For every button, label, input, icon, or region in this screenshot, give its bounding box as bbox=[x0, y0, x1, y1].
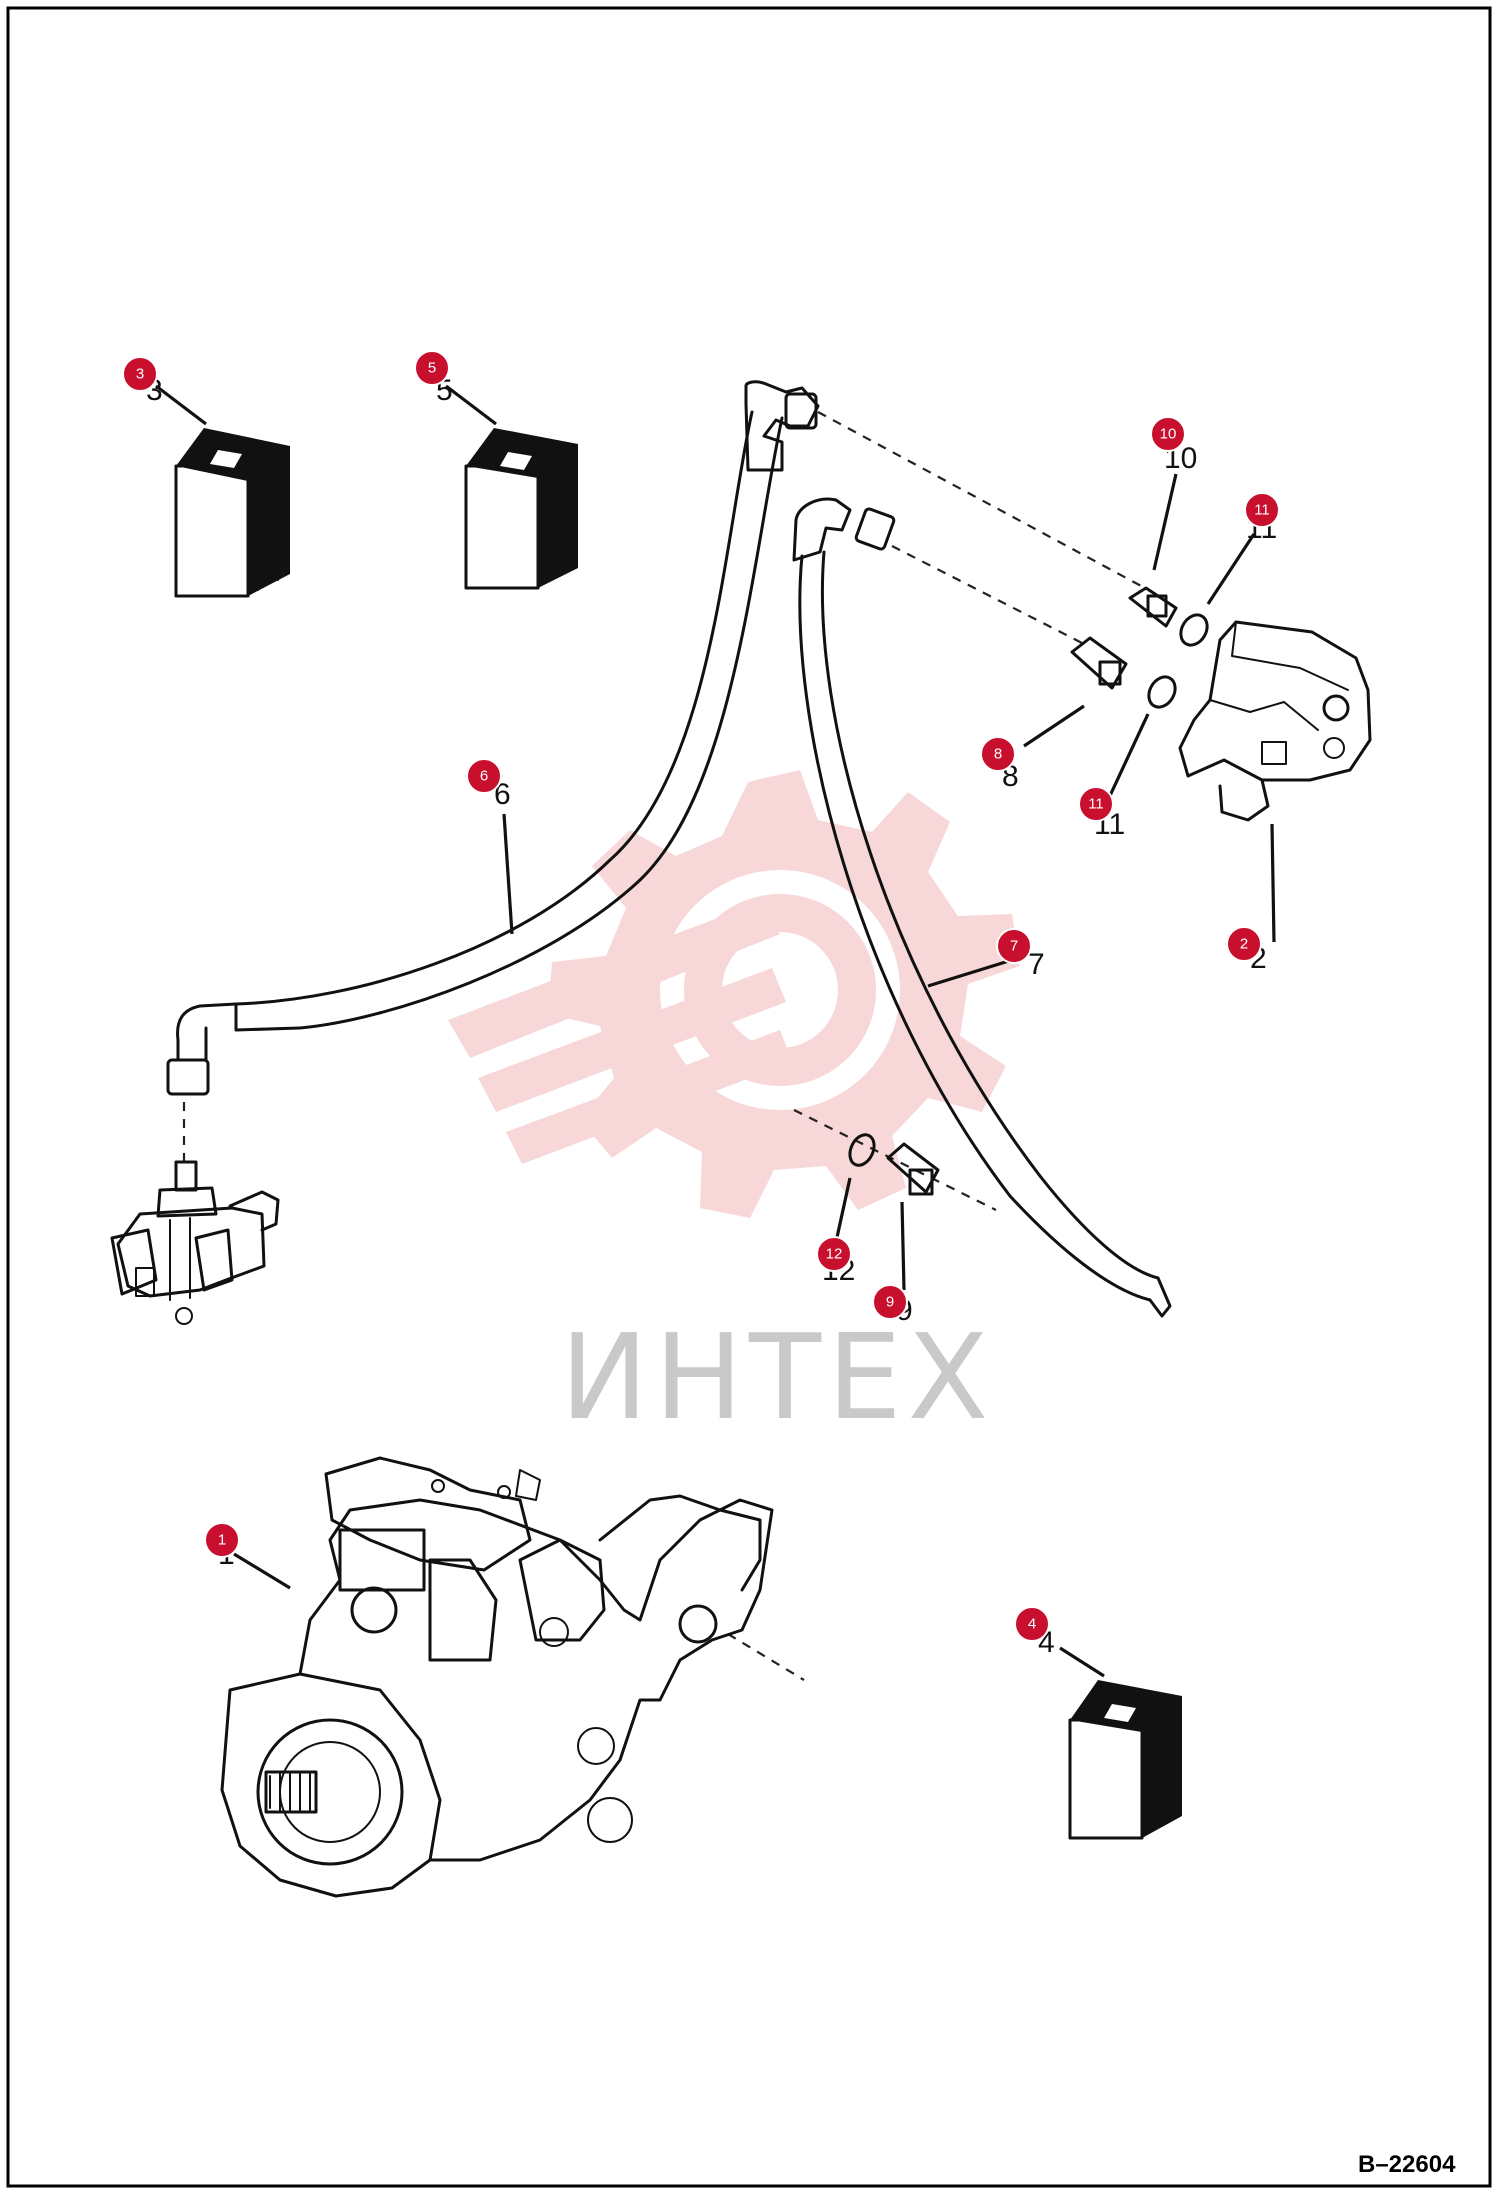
svg-text:6: 6 bbox=[480, 768, 488, 785]
tandem-valve-icon bbox=[110, 1160, 280, 1325]
svg-text:11: 11 bbox=[1254, 502, 1270, 519]
leader-line bbox=[834, 1177, 852, 1243]
assembly-line bbox=[817, 411, 1157, 595]
callout-11-bottom[interactable]: 11 bbox=[1078, 786, 1114, 822]
callout-7[interactable]: 7 bbox=[996, 928, 1032, 964]
hose-icon bbox=[166, 380, 820, 1096]
callout-6[interactable]: 6 bbox=[466, 758, 502, 794]
fitting-icon bbox=[1070, 636, 1128, 690]
svg-text:2: 2 bbox=[1240, 936, 1248, 953]
leader-line bbox=[1059, 1646, 1105, 1678]
leader-line bbox=[233, 1552, 291, 1590]
callout-2[interactable]: 2 bbox=[1226, 926, 1262, 962]
leader-line bbox=[1206, 533, 1256, 605]
leader-line bbox=[1270, 823, 1276, 943]
box-icon bbox=[464, 428, 578, 590]
callout-5[interactable]: 5 bbox=[414, 350, 450, 386]
hydraulic-pump-icon bbox=[220, 1456, 774, 1898]
leader-line bbox=[1106, 713, 1150, 801]
callout-9[interactable]: 9 bbox=[872, 1284, 908, 1320]
fitting-icon bbox=[1128, 586, 1178, 628]
svg-text:8: 8 bbox=[994, 746, 1002, 763]
assembly-line bbox=[727, 1633, 805, 1681]
svg-text:7: 7 bbox=[1010, 938, 1018, 955]
drawing-code: B–22604 bbox=[1358, 2151, 1456, 2178]
leader-line bbox=[502, 813, 514, 935]
assembly-line bbox=[793, 1109, 997, 1211]
callout-12[interactable]: 12 bbox=[816, 1236, 852, 1272]
leader-line bbox=[1023, 704, 1085, 748]
leader-line bbox=[927, 958, 1013, 988]
assembly-line bbox=[891, 545, 1085, 645]
fitting-icon bbox=[886, 1142, 940, 1196]
svg-text:5: 5 bbox=[428, 360, 436, 377]
callout-3[interactable]: 3 bbox=[122, 356, 158, 392]
callout-8[interactable]: 8 bbox=[980, 736, 1016, 772]
box-icon bbox=[1068, 1680, 1182, 1840]
watermark-gear-icon bbox=[448, 770, 1020, 1218]
callout-1[interactable]: 1 bbox=[204, 1522, 240, 1558]
ghost-label: 7 bbox=[1028, 948, 1045, 981]
svg-text:4: 4 bbox=[1028, 1616, 1036, 1633]
hose-icon bbox=[792, 497, 1172, 1318]
watermark-text: ИНТЕХ bbox=[560, 1308, 994, 1446]
svg-text:10: 10 bbox=[1160, 426, 1177, 443]
diagram-frame bbox=[6, 6, 1492, 2188]
leader-line bbox=[900, 1201, 906, 1291]
callout-10[interactable]: 10 bbox=[1150, 416, 1186, 452]
svg-text:12: 12 bbox=[826, 1246, 843, 1263]
leader-line bbox=[1152, 473, 1178, 571]
o-ring-icon bbox=[1179, 613, 1209, 647]
o-ring-icon bbox=[848, 1133, 876, 1167]
callout-11-top[interactable]: 11 bbox=[1244, 492, 1280, 528]
svg-text:9: 9 bbox=[886, 1294, 894, 1311]
o-ring-icon bbox=[1147, 675, 1177, 709]
svg-text:11: 11 bbox=[1088, 796, 1104, 813]
box-icon bbox=[174, 428, 290, 598]
leader-line bbox=[445, 384, 497, 426]
callout-4[interactable]: 4 bbox=[1014, 1606, 1050, 1642]
svg-text:3: 3 bbox=[136, 366, 144, 383]
valve-block-icon bbox=[1178, 620, 1372, 822]
svg-text:1: 1 bbox=[218, 1532, 226, 1549]
leader-line bbox=[155, 384, 207, 426]
